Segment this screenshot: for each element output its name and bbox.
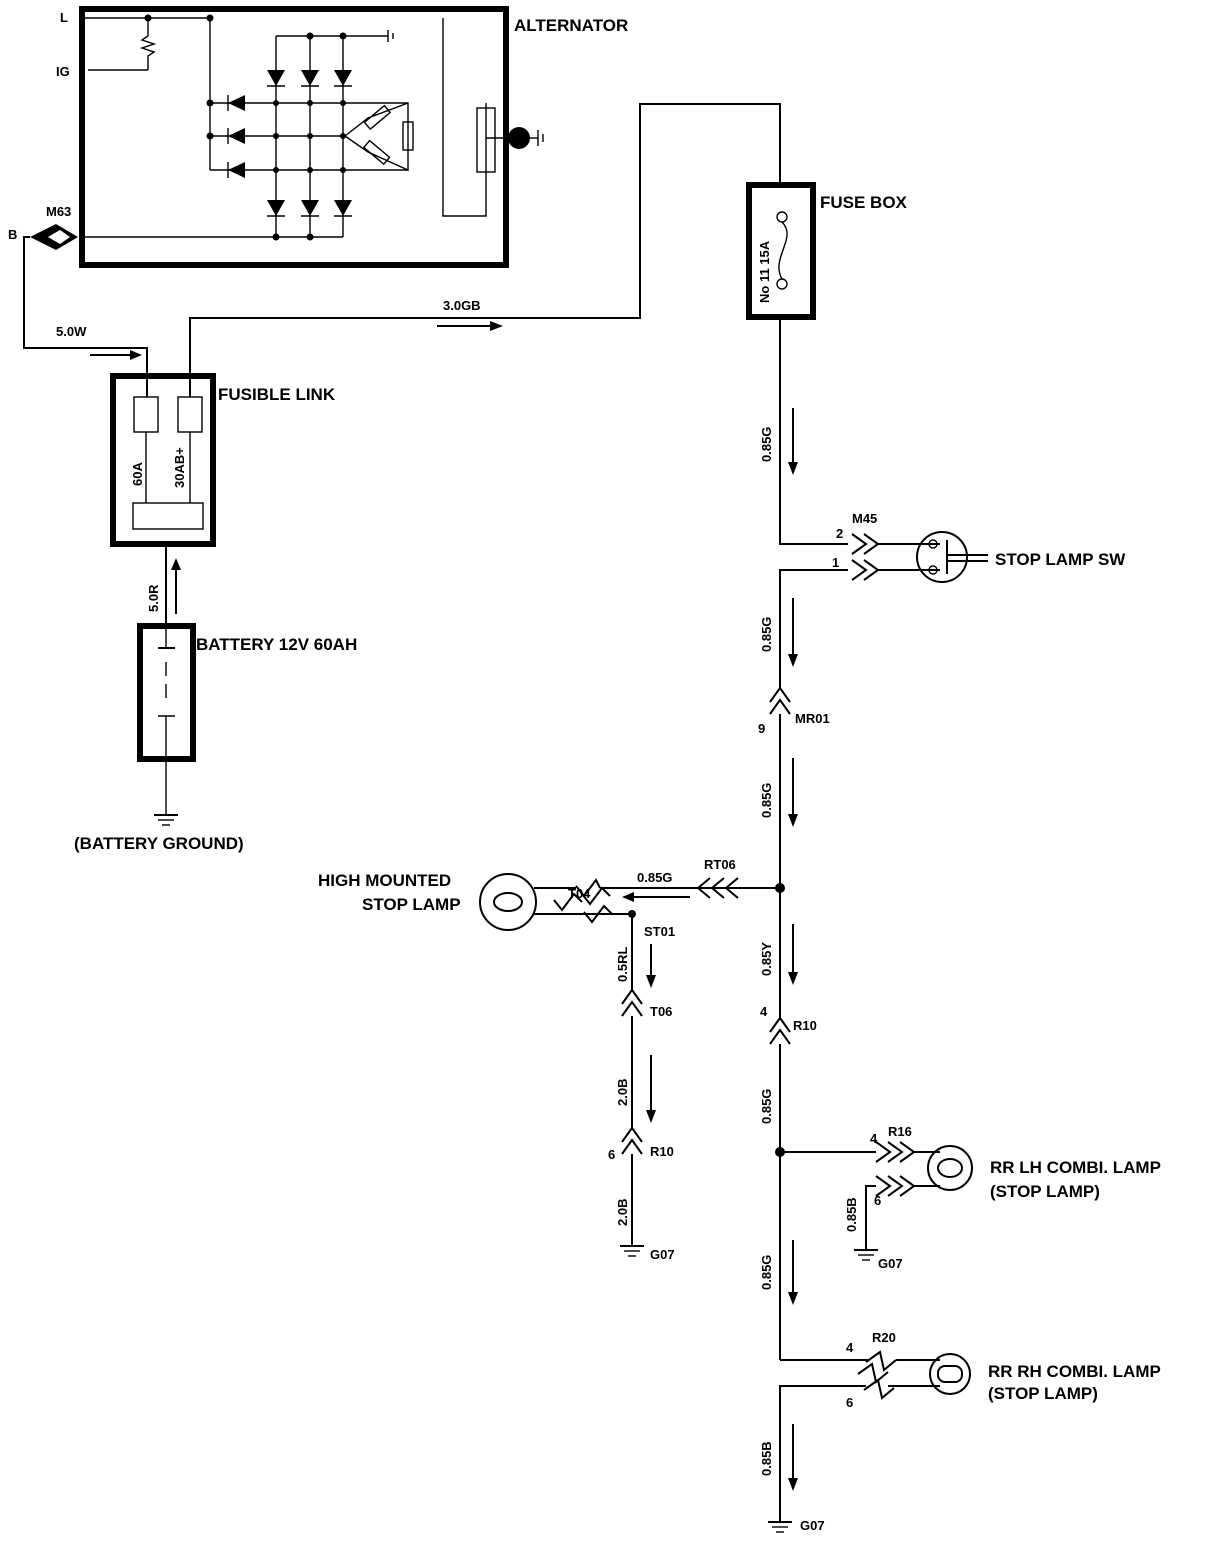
connector-r10-left-label: R10 <box>650 1144 674 1159</box>
r16-pin6-label: 6 <box>874 1193 881 1208</box>
fuse-box: No 11 15A FUSE BOX <box>746 182 908 320</box>
wire-085b-lh: 0.85B G07 <box>844 1185 903 1271</box>
wire-5-0r-label: 5.0R <box>146 584 161 612</box>
r20-pin6-label: 6 <box>846 1395 853 1410</box>
high-mounted-stop-lamp: HIGH MOUNTED STOP LAMP <box>318 871 537 931</box>
connector-rt06-label: RT06 <box>704 857 736 872</box>
terminal-l-label: L <box>60 10 68 25</box>
connector-m45-label: M45 <box>852 511 877 526</box>
battery-label: BATTERY 12V 60AH <box>196 635 357 654</box>
battery-ground-label: (BATTERY GROUND) <box>74 834 244 853</box>
stop-lamp-switch-label: STOP LAMP SW <box>995 550 1126 569</box>
m45-pin2-label: 2 <box>836 526 843 541</box>
connector-m63: M63 <box>30 204 78 250</box>
wire-085g-e-label: 0.85G <box>759 1255 774 1290</box>
wire-5-0r: 5.0R <box>146 544 181 626</box>
wire-20b-a: 2.0B <box>615 1016 656 1128</box>
wire-5-0w: 5.0W <box>23 236 148 397</box>
connector-mr01-label: MR01 <box>795 711 830 726</box>
connector-r20: R20 4 6 <box>846 1330 940 1410</box>
ground-g07-a-label: G07 <box>650 1247 675 1262</box>
wire-085g-h-label: 0.85G <box>637 870 672 885</box>
wire-085g-e: 0.85G <box>759 1240 868 1361</box>
wire-085g-d: 0.85G <box>759 1044 876 1360</box>
rr-rh-combi-lamp: RR RH COMBI. LAMP (STOP LAMP) <box>929 1353 1161 1403</box>
connector-r10-left: 6 R10 <box>608 1126 674 1162</box>
fusible-link-30ab-label: 30AB+ <box>172 447 187 488</box>
connector-r20-label: R20 <box>872 1330 896 1345</box>
wire-085b-lh-label: 0.85B <box>844 1197 859 1232</box>
connector-r16-label: R16 <box>888 1124 912 1139</box>
connector-m45: M45 2 1 <box>832 511 940 581</box>
fusible-link-60a-label: 60A <box>130 462 145 486</box>
fuse-box-label: FUSE BOX <box>820 193 908 212</box>
connector-r16: R16 4 6 <box>870 1124 940 1208</box>
wire-05rl: 0.5RL <box>615 914 656 990</box>
wire-085y: 0.85Y <box>759 924 798 985</box>
rr-lh-combi-lamp-label-2: (STOP LAMP) <box>990 1182 1100 1201</box>
wire-085g-b-label: 0.85G <box>759 617 774 652</box>
wire-085g-d-label: 0.85G <box>759 1089 774 1124</box>
wire-085b-rh-label: 0.85B <box>759 1441 774 1476</box>
wire-3-0gb: 3.0GB <box>189 103 781 397</box>
wire-085g-b: 0.85G <box>759 569 848 688</box>
ground-g07-b-label: G07 <box>878 1256 903 1271</box>
wire-085b-rh: 0.85B G07 <box>759 1385 866 1533</box>
fusible-link-label: FUSIBLE LINK <box>218 385 336 404</box>
r20-pin4-label: 4 <box>846 1340 854 1355</box>
m45-pin1-label: 1 <box>832 555 839 570</box>
wire-20b-a-label: 2.0B <box>615 1079 630 1106</box>
terminal-ig-label: IG <box>56 64 70 79</box>
wire-20b-b: 2.0B G07 <box>615 1154 675 1262</box>
wire-3-0gb-label: 3.0GB <box>443 298 481 313</box>
r10-right-pin4-label: 4 <box>760 1004 768 1019</box>
connector-st01-label: ST01 <box>644 924 675 939</box>
connector-r10-right-label: R10 <box>793 1018 817 1033</box>
connector-m63-label: M63 <box>46 204 71 219</box>
stop-lamp-switch: STOP LAMP SW <box>916 531 1126 583</box>
high-mounted-stop-lamp-label-2: STOP LAMP <box>362 895 461 914</box>
wire-085g-c-label: 0.85G <box>759 783 774 818</box>
rr-lh-combi-lamp: RR LH COMBI. LAMP (STOP LAMP) <box>927 1145 1161 1201</box>
terminal-b-label: B <box>8 227 17 242</box>
connector-t06: T06 <box>621 988 672 1019</box>
fusible-link: FUSIBLE LINK 60A 30AB+ <box>110 373 336 547</box>
high-mounted-stop-lamp-label-1: HIGH MOUNTED <box>318 871 451 890</box>
alternator-label: ALTERNATOR <box>514 16 628 35</box>
r16-pin4-label: 4 <box>870 1131 878 1146</box>
connector-t06-label: T06 <box>650 1004 672 1019</box>
wire-085g-h: RT06 0.85G <box>600 857 780 902</box>
connector-mr01: 9 MR01 <box>758 686 830 736</box>
rr-rh-combi-lamp-label-1: RR RH COMBI. LAMP <box>988 1362 1161 1381</box>
mr01-pin9-label: 9 <box>758 721 765 736</box>
rr-rh-combi-lamp-label-2: (STOP LAMP) <box>988 1384 1098 1403</box>
connector-r10-right: 4 R10 <box>760 1004 817 1045</box>
fuse-label: No 11 15A <box>757 240 772 303</box>
alternator: ALTERNATOR L IG B <box>8 6 628 268</box>
wire-085g-a: 0.85G <box>759 317 848 545</box>
r10-left-pin6-label: 6 <box>608 1147 615 1162</box>
wire-5-0w-label: 5.0W <box>56 324 87 339</box>
wire-085g-a-label: 0.85G <box>759 427 774 462</box>
wire-085y-label: 0.85Y <box>759 942 774 976</box>
connector-t04: T04 ST01 <box>534 878 675 939</box>
wire-05rl-label: 0.5RL <box>615 947 630 982</box>
rr-lh-combi-lamp-label-1: RR LH COMBI. LAMP <box>990 1158 1161 1177</box>
ground-g07-c-label: G07 <box>800 1518 825 1533</box>
wire-20b-b-label: 2.0B <box>615 1199 630 1226</box>
battery: BATTERY 12V 60AH (BATTERY GROUND) <box>74 623 357 853</box>
